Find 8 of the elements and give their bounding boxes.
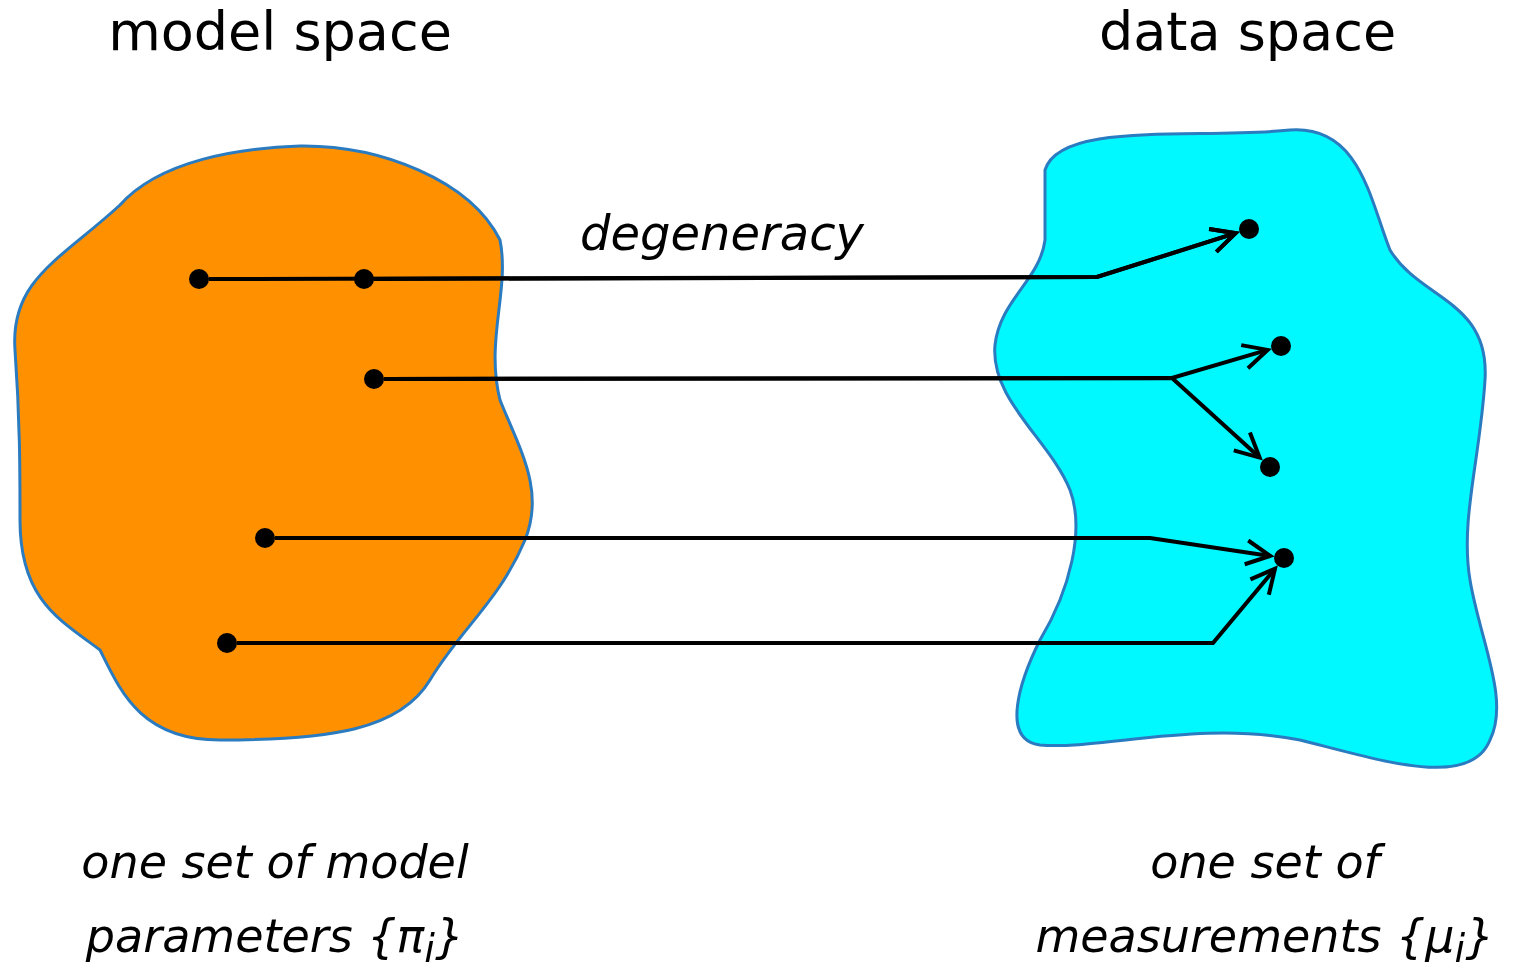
edge-label: degeneracy [580,205,864,261]
arrow [237,566,1277,645]
arrow [374,227,1238,281]
region-caption: one set of model parameters {π$_{i}$} [80,834,470,968]
region-heading: model space [107,0,453,63]
region-caption: one set of measurements {μ$_{i}$} [1034,834,1496,968]
arrow [275,536,1273,567]
region-heading: data space [1097,0,1398,63]
